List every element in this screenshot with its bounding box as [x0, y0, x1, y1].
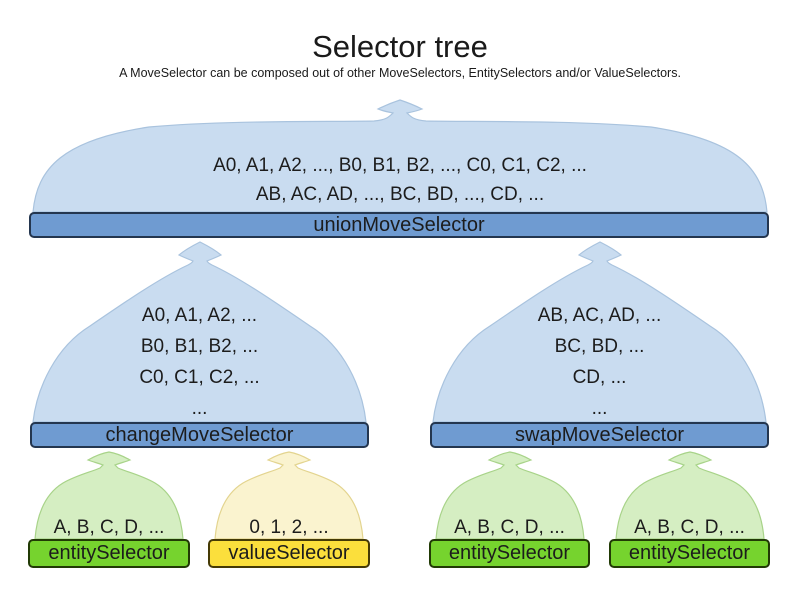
page-title: Selector tree — [312, 29, 488, 64]
swap-move-selector-balloon — [432, 241, 767, 423]
change-move-selector-bar: changeMoveSelector — [30, 422, 369, 448]
selection-line: AB, AC, AD, ... — [537, 305, 662, 326]
balloon-shape — [435, 451, 585, 540]
balloon-shape — [615, 451, 765, 540]
selection-line: C0, C1, C2, ... — [139, 367, 260, 388]
selection-line: A, B, C, D, ... — [454, 517, 565, 538]
value-selector-bar: valueSelector — [208, 539, 370, 568]
swap-move-selector-bar: swapMoveSelector — [430, 422, 769, 448]
value-selector-selections: 0, 1, 2, ... — [208, 513, 370, 542]
balloon-shape — [214, 451, 364, 540]
change-move-selector-selections: A0, A1, A2, ... B0, B1, B2, ... C0, C1, … — [30, 300, 369, 424]
swap-move-selector-selections: AB, AC, AD, ... BC, BD, ... CD, ... ... — [430, 300, 769, 424]
value-selector-balloon — [214, 451, 364, 540]
swap-move-selector-label: swapMoveSelector — [515, 423, 684, 446]
entity-selector-selections: A, B, C, D, ... — [609, 513, 770, 542]
balloon-shape — [34, 451, 184, 540]
entity-selector-label: entitySelector — [48, 542, 170, 564]
entity-selector-balloon — [34, 451, 184, 540]
value-selector-label: valueSelector — [228, 542, 350, 564]
selection-line: B0, B1, B2, ... — [140, 336, 259, 357]
selection-line: BC, BD, ... — [554, 336, 645, 357]
entity-selector-bar: entitySelector — [28, 539, 190, 568]
selection-line: A0, A1, A2, ... — [141, 305, 258, 326]
balloon-shape — [432, 241, 767, 423]
entity-selector-balloon — [615, 451, 765, 540]
entity-selector-label: entitySelector — [448, 542, 571, 564]
selection-line: 0, 1, 2, ... — [249, 517, 329, 538]
balloon-shape — [32, 241, 367, 423]
entity-selector-selections: A, B, C, D, ... — [28, 513, 190, 542]
change-move-selector-label: changeMoveSelector — [105, 423, 294, 446]
balloon-shape — [32, 99, 768, 213]
selection-line: A, B, C, D, ... — [53, 517, 165, 538]
selection-line: A0, A1, A2, ..., B0, B1, B2, ..., C0, C1… — [213, 155, 587, 176]
union-move-selector-balloon — [32, 99, 768, 213]
union-move-selector-bar: unionMoveSelector — [29, 212, 769, 238]
entity-selector-label: entitySelector — [628, 542, 751, 564]
entity-selector-bar: entitySelector — [609, 539, 770, 568]
selection-line: A, B, C, D, ... — [634, 517, 745, 538]
selection-line: ... — [591, 398, 608, 419]
change-move-selector-balloon — [32, 241, 367, 423]
selection-line: CD, ... — [572, 367, 627, 388]
entity-selector-balloon — [435, 451, 585, 540]
page-subtitle: A MoveSelector can be composed out of ot… — [119, 66, 681, 80]
union-move-selector-selections: A0, A1, A2, ..., B0, B1, B2, ..., C0, C1… — [29, 151, 771, 209]
selection-line: ... — [191, 398, 208, 419]
entity-selector-bar: entitySelector — [429, 539, 590, 568]
union-move-selector-label: unionMoveSelector — [313, 213, 485, 236]
entity-selector-selections: A, B, C, D, ... — [429, 513, 590, 542]
selection-line: AB, AC, AD, ..., BC, BD, ..., CD, ... — [255, 184, 545, 205]
